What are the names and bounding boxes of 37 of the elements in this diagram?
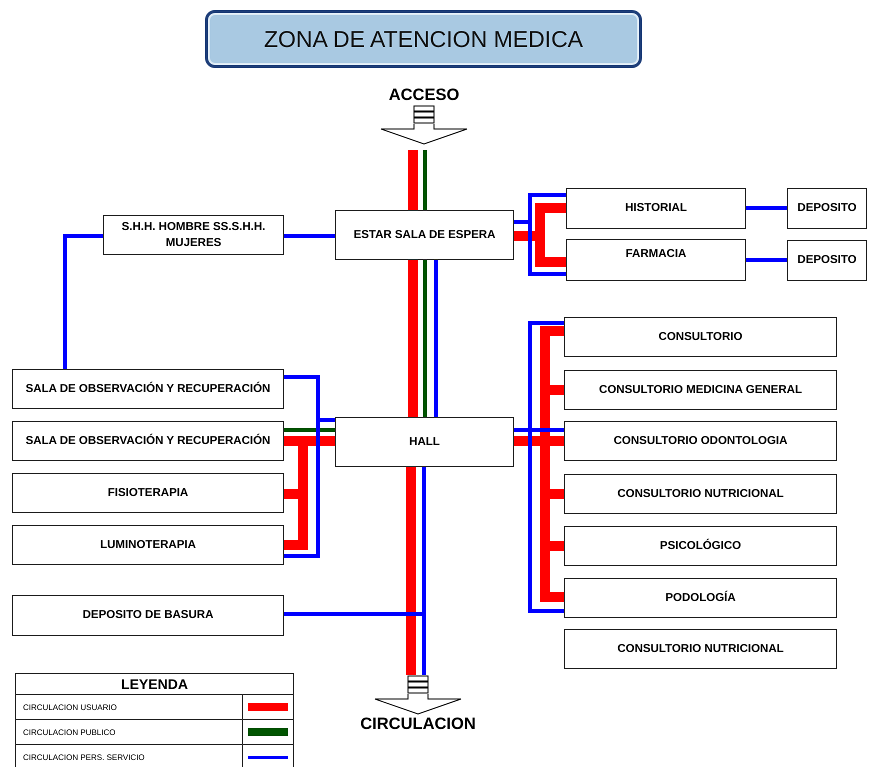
room-box: PSICOLÓGICO xyxy=(564,526,837,566)
circulation-line xyxy=(746,258,787,262)
room-box: CONSULTORIO xyxy=(564,317,837,357)
room-box: CONSULTORIO ODONTOLOGIA xyxy=(564,421,837,461)
room-box: DEPOSITO xyxy=(787,240,867,281)
circulation-line xyxy=(423,150,427,210)
legend-text: CIRCULACION USUARIO xyxy=(16,695,243,719)
circulation-line xyxy=(284,428,335,432)
circulation-line xyxy=(408,150,418,210)
access-label: CIRCULACION xyxy=(360,715,476,734)
circulation-line xyxy=(406,467,416,675)
circulation-line xyxy=(408,260,418,417)
legend-title: LEYENDA xyxy=(16,674,293,695)
room-box: DEPOSITO DE BASURA xyxy=(12,595,284,636)
room-box: FISIOTERAPIA xyxy=(12,473,284,513)
room-box: CONSULTORIO NUTRICIONAL xyxy=(564,629,837,669)
room-box: SALA DE OBSERVACIÓN Y RECUPERACIÓN xyxy=(12,369,284,409)
room-box: HISTORIAL xyxy=(566,188,746,229)
circulation-line xyxy=(423,260,427,417)
legend-text: CIRCULACION PERS. SERVICIO xyxy=(16,745,243,767)
circulation-line xyxy=(434,260,438,417)
room-box: HALL xyxy=(335,417,514,467)
circulation-line xyxy=(284,234,335,238)
room-box: CONSULTORIO MEDICINA GENERAL xyxy=(564,370,837,410)
room-box: CONSULTORIO NUTRICIONAL xyxy=(564,474,837,514)
room-box: PODOLOGÍA xyxy=(564,578,837,618)
room-box: LUMINOTERAPIA xyxy=(12,525,284,565)
circulation-line xyxy=(63,234,103,369)
room-box: S.H.H. HOMBRE SS.S.H.H. MUJERES xyxy=(103,215,284,255)
circulation-line xyxy=(746,206,787,210)
legend-text: CIRCULACION PUBLICO xyxy=(16,720,243,744)
room-box: DEPOSITO xyxy=(787,188,867,229)
room-box: ESTAR SALA DE ESPERA xyxy=(335,210,514,260)
access-label: ACCESO xyxy=(388,86,460,105)
title-banner: ZONA DE ATENCION MEDICA xyxy=(205,10,642,68)
room-box: FARMACIA xyxy=(566,239,746,281)
room-box: SALA DE OBSERVACIÓN Y RECUPERACIÓN xyxy=(12,421,284,461)
